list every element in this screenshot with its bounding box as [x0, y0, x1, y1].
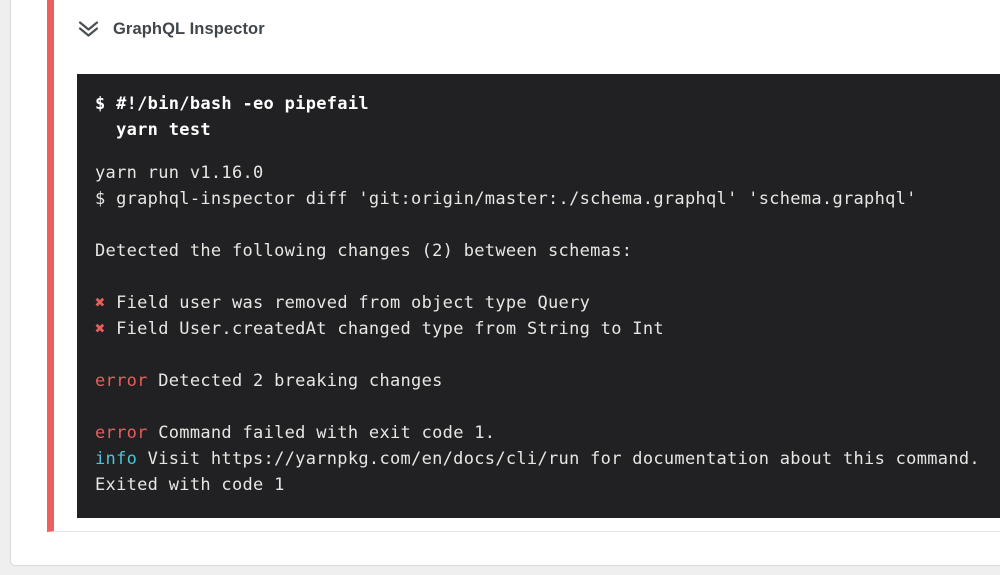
terminal-text-span: Detected 2 breaking changes: [147, 371, 443, 391]
terminal-line: [95, 342, 1000, 368]
terminal-text-span: Exited with code 1: [95, 475, 285, 495]
terminal-line: yarn test: [95, 117, 1000, 143]
terminal-line: [95, 143, 1000, 160]
terminal-line: error Detected 2 breaking changes: [95, 368, 1000, 394]
terminal-line: error Command failed with exit code 1.: [95, 420, 1000, 446]
terminal-text-span: yarn test: [95, 120, 211, 140]
terminal-line: $ graphql-inspector diff 'git:origin/mas…: [95, 186, 1000, 212]
terminal-line: yarn run v1.16.0: [95, 160, 1000, 186]
terminal-line: [95, 394, 1000, 420]
terminal-text-span: $ #!/bin/bash -eo pipefail: [95, 94, 369, 114]
terminal-text-span: Command failed with exit code 1.: [147, 423, 496, 443]
step-title: GraphQL Inspector: [113, 19, 265, 38]
terminal-line: Detected the following changes (2) betwe…: [95, 238, 1000, 264]
terminal-line: Exited with code 1: [95, 472, 1000, 498]
terminal-line: $ #!/bin/bash -eo pipefail: [95, 91, 1000, 117]
step-header[interactable]: GraphQL Inspector: [77, 18, 337, 40]
terminal-line: [95, 212, 1000, 238]
terminal-text-span: info: [95, 449, 138, 469]
terminal-text-span: error: [95, 423, 148, 443]
build-steps-panel: GraphQL Inspector $ #!/bin/bash -eo pipe…: [10, 0, 1000, 566]
terminal-text-span: $ graphql-inspector diff 'git:origin/mas…: [95, 189, 917, 209]
terminal-line: [95, 264, 1000, 290]
failed-step-card: GraphQL Inspector $ #!/bin/bash -eo pipe…: [47, 0, 1000, 532]
terminal-text-span: Detected the following changes (2) betwe…: [95, 241, 633, 261]
terminal-text-span: Field user was removed from object type …: [105, 293, 591, 313]
terminal-line: ✖ Field user was removed from object typ…: [95, 290, 1000, 316]
terminal-output: $ #!/bin/bash -eo pipefail yarn test yarn…: [77, 74, 1000, 518]
terminal-line: info Visit https://yarnpkg.com/en/docs/c…: [95, 446, 1000, 472]
terminal-text-span: Field User.createdAt changed type from S…: [105, 319, 664, 339]
terminal-text-span: ✖: [95, 293, 106, 313]
terminal-line: ✖ Field User.createdAt changed type from…: [95, 316, 1000, 342]
terminal-text-span: Visit https://yarnpkg.com/en/docs/cli/ru…: [137, 449, 980, 469]
terminal-text-span: yarn run v1.16.0: [95, 163, 264, 183]
terminal-text-span: ✖: [95, 319, 106, 339]
double-chevron-down-icon[interactable]: [77, 19, 100, 39]
terminal-text-span: error: [95, 371, 148, 391]
